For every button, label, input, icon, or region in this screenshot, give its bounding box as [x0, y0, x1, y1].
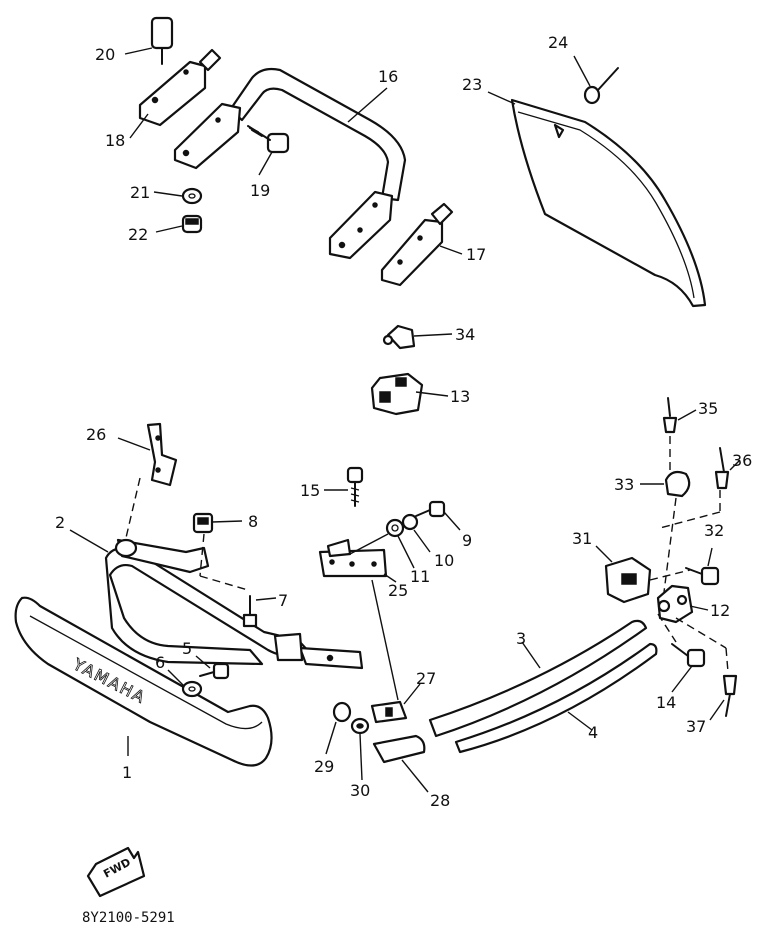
label-1: 1 — [122, 763, 132, 782]
label-21: 21 — [130, 183, 150, 202]
label-11: 11 — [410, 567, 430, 586]
label-15: 15 — [300, 481, 320, 500]
part-24-rivet — [583, 67, 619, 105]
part-5-bolt — [199, 662, 230, 680]
callout-labels: 20 18 21 22 19 16 17 24 23 34 13 26 15 8… — [55, 33, 752, 810]
label-30: 30 — [350, 781, 370, 800]
part-28-end-cap — [372, 734, 426, 764]
part-15-bolt — [346, 466, 364, 507]
label-34: 34 — [455, 325, 475, 344]
drawing-code: 8Y2100-5291 — [82, 910, 175, 926]
part-11-washer — [385, 518, 405, 538]
label-7: 7 — [278, 591, 288, 610]
part-22-nut — [181, 214, 203, 234]
part-27-clip — [370, 700, 408, 724]
label-35: 35 — [698, 399, 718, 418]
part-7-bolt — [242, 595, 258, 628]
part-8-nut — [192, 512, 214, 534]
part-26-stay — [146, 422, 178, 487]
part-14-bolt — [671, 643, 706, 668]
label-4: 4 — [588, 723, 598, 742]
part-19-bolt — [247, 125, 290, 154]
label-18: 18 — [105, 131, 125, 150]
label-25: 25 — [388, 581, 408, 600]
part-12-bracket — [656, 584, 694, 624]
label-22: 22 — [128, 225, 148, 244]
label-17: 17 — [466, 245, 486, 264]
part-20-bolt — [150, 16, 174, 65]
label-20: 20 — [95, 45, 115, 64]
part-1-bumper — [14, 596, 273, 767]
label-26: 26 — [86, 425, 106, 444]
label-36: 36 — [732, 451, 752, 470]
label-12: 12 — [710, 601, 730, 620]
part-17-bracket — [380, 202, 454, 287]
part-16-grab-bar — [173, 67, 407, 260]
part-31-bracket — [604, 556, 652, 604]
label-8: 8 — [248, 512, 258, 531]
part-30-washer — [350, 717, 370, 735]
label-33: 33 — [614, 475, 634, 494]
label-32: 32 — [704, 521, 724, 540]
label-29: 29 — [314, 757, 334, 776]
label-2: 2 — [55, 513, 65, 532]
label-9: 9 — [462, 531, 472, 550]
part-36-rivet — [714, 447, 730, 490]
part-35-rivet — [662, 397, 678, 434]
part-37-rivet — [722, 674, 738, 717]
label-19: 19 — [250, 181, 270, 200]
part-29-nut — [332, 701, 352, 723]
label-6: 6 — [155, 653, 165, 672]
part-18-bracket — [138, 48, 222, 127]
label-16: 16 — [378, 67, 398, 86]
part-6-washer — [181, 680, 203, 698]
part-23-plate — [510, 98, 707, 308]
label-14: 14 — [656, 693, 676, 712]
fwd-arrow-icon: FWD — [86, 846, 146, 898]
label-27: 27 — [416, 669, 436, 688]
label-10: 10 — [434, 551, 454, 570]
part-34-cap — [382, 324, 416, 350]
part-2-bumper-frame — [104, 538, 364, 670]
part-25-bracket — [318, 538, 388, 578]
label-37: 37 — [686, 717, 706, 736]
label-24: 24 — [548, 33, 568, 52]
label-13: 13 — [450, 387, 470, 406]
part-4-strip — [454, 642, 658, 754]
label-28: 28 — [430, 791, 450, 810]
label-31: 31 — [572, 529, 592, 548]
label-5: 5 — [182, 639, 192, 658]
part-10-washer — [401, 513, 419, 531]
part-32-bolt — [685, 566, 720, 586]
part-33-grommet — [664, 470, 691, 498]
part-21-washer — [181, 187, 203, 205]
label-3: 3 — [516, 629, 526, 648]
part-9-bolt — [415, 500, 446, 518]
part-3-strip — [428, 619, 648, 738]
label-23: 23 — [462, 75, 482, 94]
part-13-clamp — [370, 372, 424, 416]
